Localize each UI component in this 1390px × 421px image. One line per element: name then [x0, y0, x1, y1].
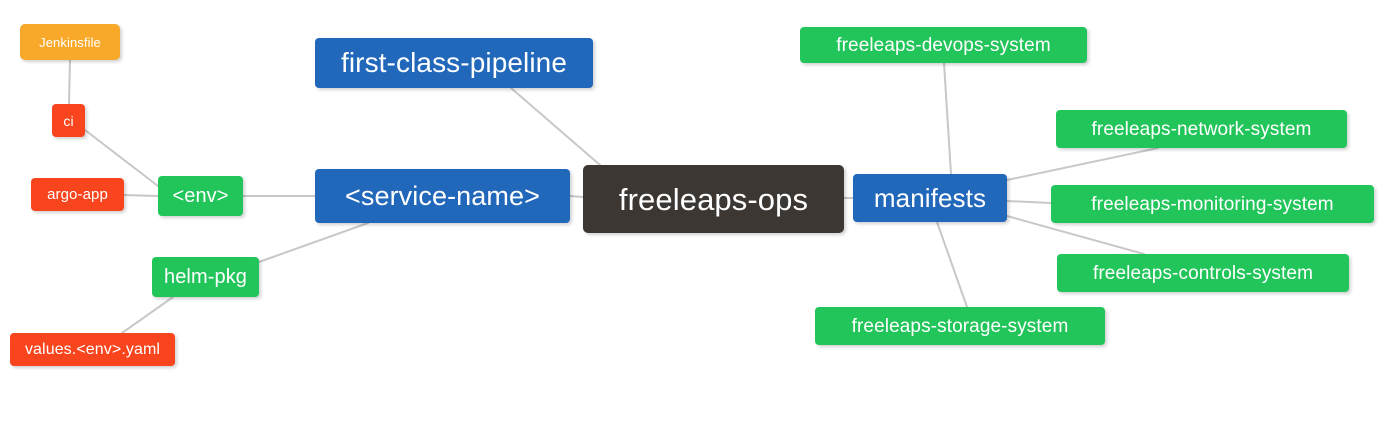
edge-manifests-to-freeleaps-network-system [1006, 147, 1159, 181]
edge-values-env-yaml-to-helm-pkg [121, 296, 174, 334]
node-label: first-class-pipeline [340, 47, 568, 78]
edge-service-name-to-freeleaps-ops [569, 195, 584, 198]
node-freeleaps-network-system[interactable]: freeleaps-network-system [1056, 110, 1347, 148]
node-argo-app[interactable]: argo-app [31, 178, 124, 211]
node-manifests[interactable]: manifests [853, 174, 1007, 222]
node-env[interactable]: <env> [158, 176, 243, 216]
node-label: freeleaps-devops-system [836, 34, 1051, 56]
node-jenkinsfile[interactable]: Jenkinsfile [20, 24, 120, 60]
edge-first-class-pipeline-to-freeleaps-ops [510, 87, 601, 166]
node-label: <env> [172, 185, 229, 207]
node-service-name[interactable]: <service-name> [315, 169, 570, 223]
node-helm-pkg[interactable]: helm-pkg [152, 257, 259, 297]
edge-argo-app-to-env [123, 194, 159, 197]
node-label: argo-app [47, 186, 108, 203]
node-label: freeleaps-ops [618, 181, 809, 217]
node-label: <service-name> [345, 180, 540, 211]
node-freeleaps-controls-system[interactable]: freeleaps-controls-system [1057, 254, 1349, 292]
node-label: freeleaps-network-system [1091, 118, 1312, 140]
node-values-env-yaml[interactable]: values.<env>.yaml [10, 333, 175, 366]
node-ci[interactable]: ci [52, 104, 85, 137]
edge-freeleaps-devops-system-to-manifests [943, 62, 952, 175]
node-label: manifests [873, 183, 987, 213]
node-first-class-pipeline[interactable]: first-class-pipeline [315, 38, 593, 88]
node-freeleaps-storage-system[interactable]: freeleaps-storage-system [815, 307, 1105, 345]
node-label: ci [63, 112, 74, 129]
edge-helm-pkg-to-service-name [258, 222, 369, 263]
edge-manifests-to-freeleaps-storage-system [936, 221, 968, 308]
node-label: freeleaps-storage-system [851, 315, 1069, 337]
node-label: values.<env>.yaml [24, 340, 161, 358]
edge-jenkinsfile-to-ci [68, 59, 71, 105]
node-label: helm-pkg [163, 266, 248, 288]
node-freeleaps-ops[interactable]: freeleaps-ops [583, 165, 844, 233]
node-label: freeleaps-monitoring-system [1091, 193, 1334, 215]
node-label: freeleaps-controls-system [1092, 262, 1314, 284]
edge-manifests-to-freeleaps-monitoring-system [1006, 200, 1052, 204]
node-label: Jenkinsfile [39, 34, 101, 50]
node-freeleaps-devops-system[interactable]: freeleaps-devops-system [800, 27, 1087, 63]
node-freeleaps-monitoring-system[interactable]: freeleaps-monitoring-system [1051, 185, 1374, 223]
